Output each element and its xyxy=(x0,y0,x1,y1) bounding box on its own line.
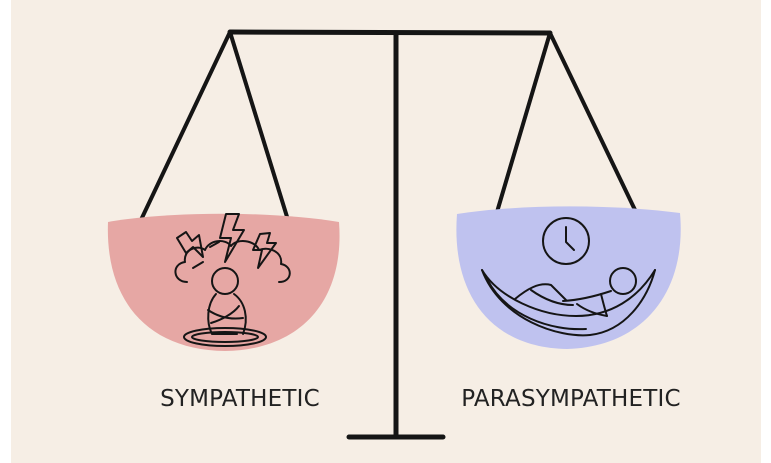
sympathetic-label: SYMPATHETIC xyxy=(135,386,345,412)
diagram-panel: SYMPATHETIC PARASYMPATHETIC xyxy=(11,0,761,463)
scale-beam xyxy=(230,32,550,33)
parasympathetic-label: PARASYMPATHETIC xyxy=(436,386,706,412)
